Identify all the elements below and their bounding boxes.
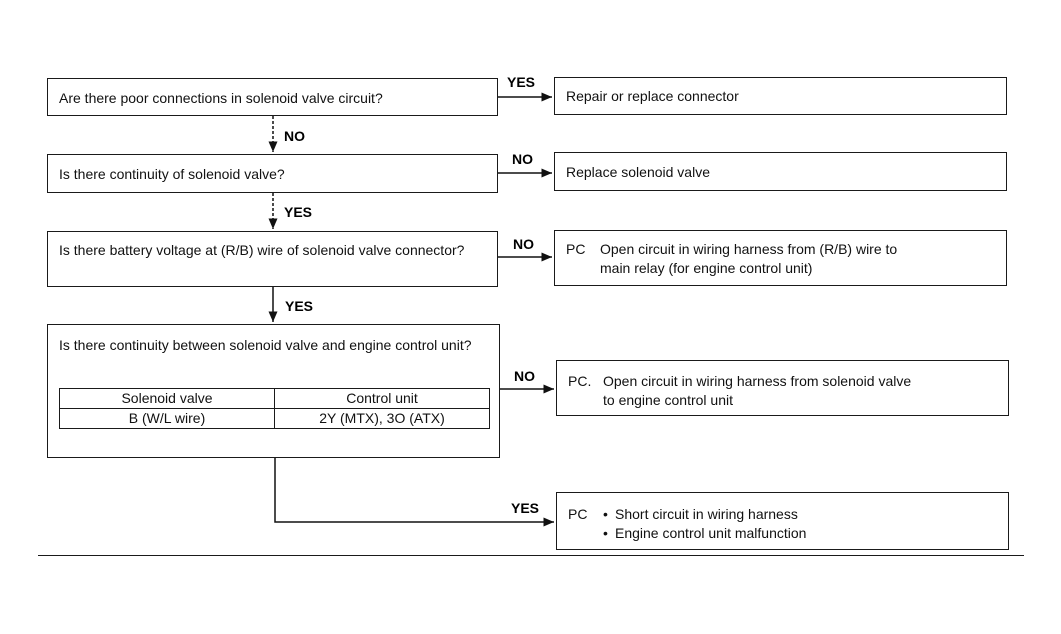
label-no-4: NO [514, 368, 535, 384]
label-yes-1: YES [507, 74, 536, 90]
label-no-2: NO [512, 151, 533, 167]
bottom-divider [38, 555, 1024, 556]
table-cell-control-unit: 2Y (MTX), 3O (ATX) [274, 408, 490, 429]
table-header-solenoid-valve: Solenoid valve [59, 388, 275, 409]
arrow-q4-yes [274, 458, 554, 527]
result-5-item-2: • Engine control unit malfunction [603, 524, 806, 543]
result-box-5: PC • Short circuit in wiring harness • Eng… [556, 492, 1009, 550]
result-box-2: Replace solenoid valve [554, 152, 1007, 191]
result-4-line-2: to engine control unit [603, 392, 733, 408]
result-5-prefix: PC [568, 506, 588, 522]
result-4-line-1: Open circuit in wiring harness from sole… [603, 373, 912, 389]
question-1-text: Are there poor connections in solenoid v… [59, 90, 383, 106]
result-3-line-1: Open circuit in wiring harness from (R/B… [600, 241, 898, 257]
result-box-4: PC. Open circuit in wiring harness from … [556, 360, 1009, 416]
result-2-text: Replace solenoid valve [566, 164, 710, 180]
table-row: B (W/L wire) 2Y (MTX), 3O (ATX) [59, 408, 490, 429]
result-box-3: PC Open circuit in wiring harness from (… [554, 230, 1007, 286]
question-2-text: Is there continuity of solenoid valve? [59, 166, 285, 182]
table-header-control-unit: Control unit [274, 388, 490, 409]
question-3-text: Is there battery voltage at (R/B) wire o… [59, 242, 465, 258]
label-no-3: NO [513, 236, 534, 252]
question-box-4: Is there continuity between solenoid val… [47, 324, 500, 458]
bullet-icon: • [603, 525, 608, 541]
question-4-text: Is there continuity between solenoid val… [59, 337, 472, 353]
table-cell-solenoid-valve: B (W/L wire) [59, 408, 275, 429]
result-3-prefix: PC [566, 241, 586, 257]
result-5-item-2-text: Engine control unit malfunction [615, 525, 807, 541]
result-box-1: Repair or replace connector [554, 77, 1007, 115]
label-yes-4: YES [511, 500, 540, 516]
solenoid-table-header-row: Solenoid valve Control unit [59, 388, 490, 409]
question-box-3: Is there battery voltage at (R/B) wire o… [47, 231, 498, 287]
question-box-2: Is there continuity of solenoid valve? [47, 154, 498, 193]
label-no-1: NO [284, 128, 305, 144]
label-yes-2: YES [284, 204, 313, 220]
solenoid-table: Solenoid valve Control unit B (W/L wire)… [59, 388, 490, 429]
result-5-item-1-text: Short circuit in wiring harness [615, 506, 798, 522]
result-4-prefix: PC. [568, 373, 592, 389]
result-3-line-2: main relay (for engine control unit) [600, 260, 813, 276]
question-box-1: Are there poor connections in solenoid v… [47, 78, 498, 116]
result-1-text: Repair or replace connector [566, 88, 739, 104]
bullet-icon: • [603, 506, 608, 522]
label-yes-3: YES [285, 298, 314, 314]
result-5-item-1: • Short circuit in wiring harness [603, 505, 798, 524]
